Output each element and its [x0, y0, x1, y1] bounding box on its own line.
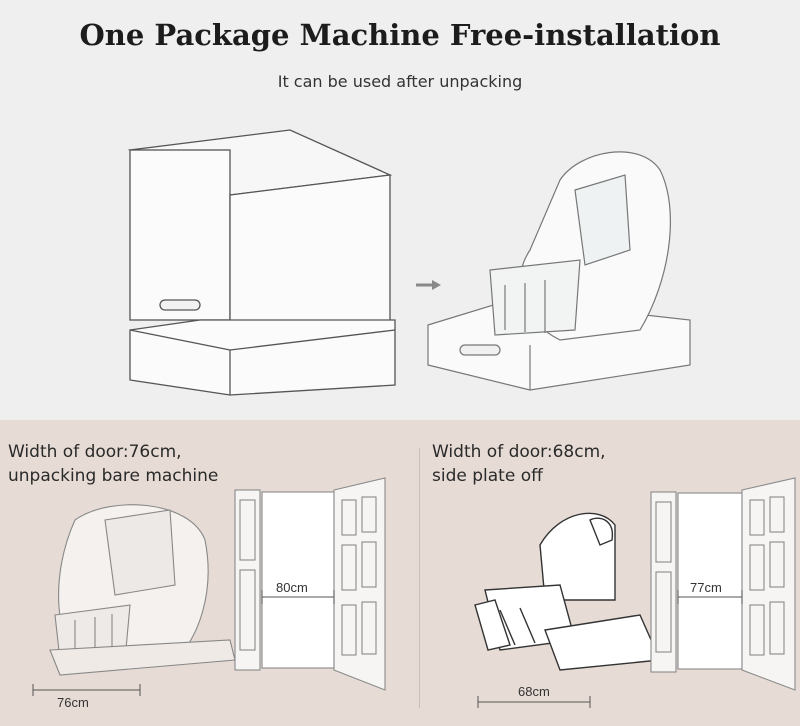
page-title: One Package Machine Free-installation	[79, 18, 721, 52]
machine-width-label-left: 76cm	[57, 695, 89, 710]
arrow-right-icon	[416, 280, 441, 290]
right-caption: Width of door:68cm, side plate off	[432, 440, 606, 488]
panel-divider	[419, 448, 420, 708]
door-width-label-left: 80cm	[276, 580, 308, 595]
door-width-label-right: 77cm	[690, 580, 722, 595]
bare-machine-illustration	[49, 504, 236, 676]
left-caption: Width of door:76cm, unpacking bare machi…	[8, 440, 218, 488]
left-caption-line1: Width of door:76cm,	[8, 442, 182, 462]
door-illustration-right	[650, 477, 796, 691]
packed-box-illustration	[127, 129, 396, 396]
unpacked-machine-illustration	[427, 151, 691, 391]
left-caption-line2: unpacking bare machine	[8, 466, 219, 486]
right-caption-line2: side plate off	[432, 466, 543, 486]
door-illustration-left	[234, 477, 386, 691]
side-plate-off-machine-illustration	[474, 512, 662, 671]
right-caption-line1: Width of door:68cm,	[432, 442, 606, 462]
machine-width-label-right: 68cm	[518, 684, 550, 699]
page-subtitle: It can be used after unpacking	[277, 72, 523, 91]
